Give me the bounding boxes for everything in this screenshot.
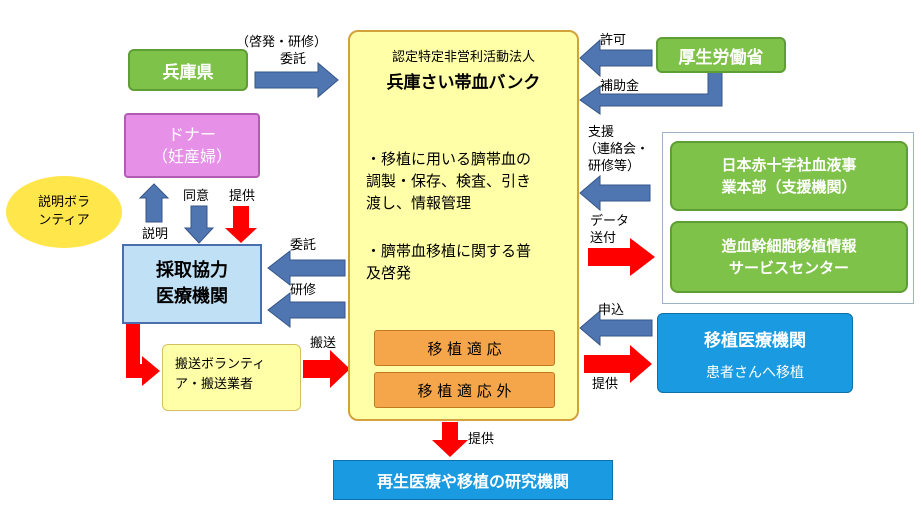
transport-volunteer-box: 搬送ボランティ ア・搬送業者 (162, 344, 301, 411)
label-support: 支援 (588, 125, 615, 140)
transplant-applicable-box: 移 植 適 応 (374, 330, 555, 366)
info-service-center-box: 造血幹細胞移植情報 サービスセンター (670, 221, 908, 293)
red-cross-line1: 日本赤十字社血液事 (721, 156, 857, 174)
label-apply: 申込 (598, 303, 625, 318)
cord-blood-bank-box: 認定特定非営利活動法人 兵庫さい帯血バンク ・移植に用いる臍帯血の 調製・保存、… (348, 30, 579, 421)
bank-duties-2: ・臍帯血移植に関する普 及啓発 (366, 240, 531, 284)
duty1-line1: ・移植に用いる臍帯血の (366, 150, 532, 168)
label-consent: 同意 (183, 189, 210, 204)
arrow-transport-to-bank (303, 350, 350, 388)
label-support-detail2: 研修等） (588, 159, 641, 174)
duty1-line2: 調製・保存、検査、引き (366, 172, 532, 190)
arrow-collection-to-transport (126, 324, 160, 386)
label-permit: 許可 (600, 33, 627, 48)
arrow-donor-provide (225, 206, 257, 243)
arrow-data-send (588, 238, 655, 276)
info-center-line2: サービスセンター (728, 259, 849, 277)
label-subsidy: 補助金 (600, 79, 640, 94)
duty2-line2: 及啓発 (366, 264, 412, 282)
arrow-provide-research (432, 422, 468, 457)
duty1-line3: 渡し、情報管理 (366, 194, 472, 212)
label-entrust-collection: 委託 (290, 238, 317, 253)
transplant-not-applicable-box: 移 植 適 応 外 (374, 372, 555, 408)
label-support-detail1: （連絡会・ (584, 142, 650, 157)
explain-volunteer-line1: 説明ボラ (37, 195, 90, 210)
label-entrust-hyogo: 委託 (280, 52, 307, 67)
donor-label: ドナー (167, 124, 216, 144)
label-transport: 搬送 (310, 336, 337, 351)
hyogo-prefecture-label: 兵庫県 (162, 62, 214, 83)
label-training: 研修 (290, 283, 317, 298)
transport-line2: ア・搬送業者 (175, 377, 254, 392)
research-label: 再生医療や移植の研究機関 (376, 472, 569, 491)
explain-volunteer-ellipse: 説明ボラ ンティア (6, 176, 122, 248)
support-group-frame (662, 132, 914, 304)
label-provide-donor: 提供 (229, 189, 256, 204)
info-center-line1: 造血幹細胞移植情報 (721, 237, 857, 255)
duty2-line1: ・臍帯血移植に関する普 (366, 242, 532, 260)
label-data-send: 送付 (590, 231, 617, 246)
arrow-provide-transplant (584, 345, 652, 383)
collection-line2: 医療機関 (156, 286, 228, 307)
transplant-inst-title: 移植医療機関 (704, 331, 806, 351)
bank-org-type: 認定特定非営利活動法人 (391, 50, 535, 65)
arrow-mhlw-to-bank (579, 38, 653, 78)
mhlw-label: 厚生労働省 (678, 47, 764, 68)
hyogo-prefecture-box: 兵庫県 (128, 49, 248, 91)
label-provide-research: 提供 (468, 432, 495, 447)
transplant-applicable-label: 移 植 適 応 (427, 339, 502, 358)
arrow-entrust (267, 249, 346, 287)
collection-line1: 採取協力 (156, 260, 228, 281)
transplant-not-applicable-label: 移 植 適 応 外 (417, 381, 512, 400)
transport-line1: 搬送ボランティ (175, 357, 266, 372)
mhlw-box: 厚生労働省 (656, 37, 786, 73)
arrow-subsidy (579, 71, 723, 115)
transplant-inst-sub: 患者さんへ移植 (706, 365, 804, 381)
donor-box: ドナー （妊産婦） (124, 113, 260, 178)
label-provide-transplant: 提供 (592, 377, 619, 392)
transplant-institution-box: 移植医療機関 患者さんへ移植 (657, 313, 853, 393)
research-institution-box: 再生医療や移植の研究機関 (333, 460, 613, 500)
label-data: データ (590, 214, 630, 229)
arrow-explain (138, 183, 170, 223)
red-cross-box: 日本赤十字社血液事 業本部（支援機関） (670, 141, 908, 211)
label-enlighten: （啓発・研修） (236, 35, 328, 50)
collection-institution-box: 採取協力 医療機関 (122, 244, 262, 324)
explain-volunteer-line2: ンティア (38, 213, 90, 228)
arrow-training (267, 291, 346, 329)
arrow-consent (183, 205, 215, 244)
label-explain: 説明 (142, 227, 169, 242)
arrow-support (579, 174, 651, 212)
bank-org-name: 兵庫さい帯血バンク (386, 73, 541, 93)
bank-duties-1: ・移植に用いる臍帯血の 調製・保存、検査、引き 渡し、情報管理 (366, 148, 531, 214)
arrow-apply (579, 309, 653, 347)
arrow-hyogo-to-bank (254, 61, 339, 99)
donor-sub-label: （妊産婦） (151, 146, 232, 166)
red-cross-line2: 業本部（支援機関） (721, 178, 857, 196)
